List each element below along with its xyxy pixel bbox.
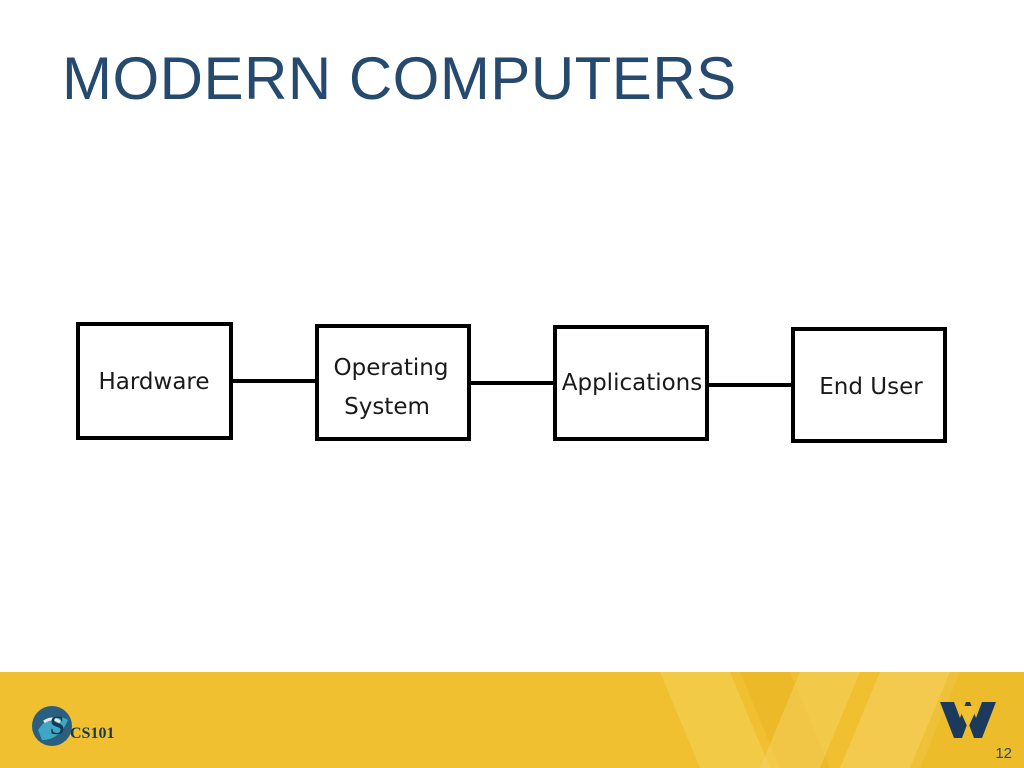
node-end-user: End User (791, 327, 947, 443)
node-end-user-label: End User (819, 374, 923, 400)
node-applications-label: Applications (562, 370, 703, 396)
node-operating-system: Operating System (315, 324, 471, 441)
cs101-logo-text: CS101 (70, 725, 114, 742)
node-applications: Applications (553, 325, 709, 441)
wv-logo (940, 702, 996, 738)
node-operating-system-label-line1: Operating (334, 355, 449, 381)
node-hardware: Hardware (76, 322, 233, 440)
svg-text:S: S (50, 711, 64, 740)
node-operating-system-label-line2: System (344, 394, 430, 420)
footer-band: S CS101 12 (0, 672, 1024, 768)
node-hardware-label: Hardware (98, 369, 209, 395)
page-number: 12 (995, 745, 1012, 762)
footer-stripes (0, 672, 1024, 768)
cs101-logo: S CS101 (32, 706, 114, 746)
slide-title: MODERN COMPUTERS (62, 45, 737, 112)
